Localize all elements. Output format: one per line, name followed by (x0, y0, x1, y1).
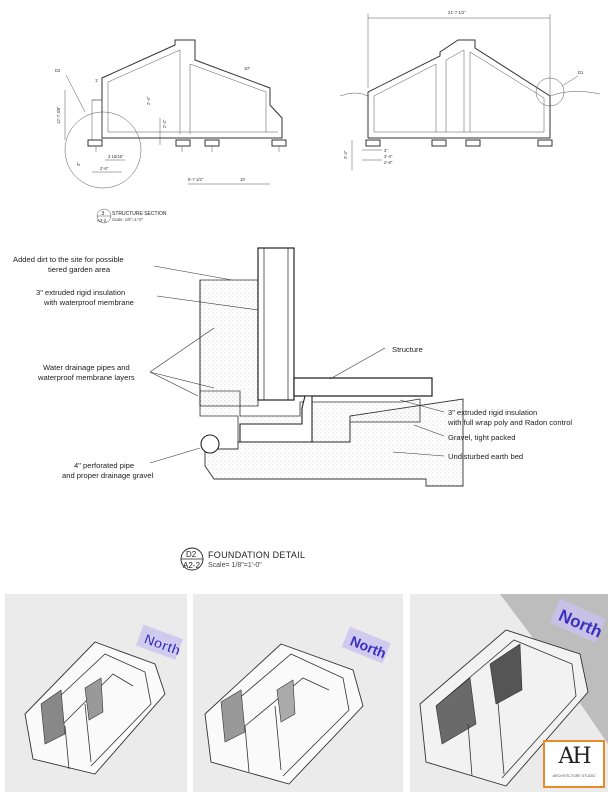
title-scale: Scale: 1/8"=1'-0" (112, 217, 143, 222)
note-pipe-2: and proper drainage gravel (62, 471, 154, 480)
note-gravel: Gravel, tight packed (448, 433, 516, 442)
dim-base-b: 15' (240, 177, 246, 182)
note-insulation2-1: 3" extruded rigid insulation (448, 408, 537, 417)
title-sheet: A2-2 (97, 218, 107, 223)
dim-base-a: 5'-7 1/2" (188, 177, 204, 182)
studio-logo: AH ARCHITECTURE STUDIO (543, 740, 605, 788)
detail-title-sheet: A2-2 (183, 561, 200, 570)
render-panel-2: North (193, 594, 403, 792)
note-earth: Undisturbed earth bed (448, 452, 523, 461)
left-section-label: D2 (55, 68, 61, 73)
dim-r1: 2'-4" (343, 150, 348, 159)
right-section-label: D1 (578, 70, 584, 75)
note-added-dirt-2: tiered garden area (48, 265, 111, 274)
note-structure: Structure (392, 345, 423, 354)
foundation-detail-drawing: Added dirt to the site for possible tier… (13, 247, 572, 571)
dim-r2: 3" (384, 148, 388, 153)
structure-section-drawings: D2 1' 12'-7 3/8" 2'-4" 2'-4" 10" 3 15/16… (55, 10, 601, 224)
dim-top: 21'-7 1/2" (448, 10, 466, 15)
note-insulation-2: with waterproof membrane (43, 298, 134, 307)
dim-footing-b: 2'-6" (100, 166, 109, 171)
note-added-dirt-1: Added dirt to the site for possible (13, 255, 124, 264)
dim-height: 12'-7 3/8" (56, 106, 61, 124)
backfill (199, 279, 259, 407)
left-structure-section: D2 1' 12'-7 3/8" 2'-4" 2'-4" 10" 3 15/16… (55, 39, 287, 189)
note-insulation-1: 3" extruded rigid insulation (36, 288, 125, 297)
dim-mid: 2'-4" (146, 96, 151, 105)
note-insulation2-2: with full wrap poly and Radon control (447, 418, 572, 427)
dim-r3: 3'-4" (384, 154, 393, 159)
floor-slab (293, 377, 433, 397)
dim-r4: 2'-8" (384, 160, 393, 165)
title-num: 3 (102, 211, 105, 217)
right-structure-section: 21'-7 1/2" D1 2'-4" 3" 3'-4" 2'-8" (339, 10, 601, 170)
logo-mark: AH (558, 744, 591, 769)
detail-title-num: D2 (186, 550, 197, 559)
title-text: STRUCTURE SECTION (112, 211, 167, 217)
render-panel-1: North (5, 594, 187, 792)
drain-pipe (200, 434, 220, 454)
dim-small: 10" (244, 66, 251, 71)
footing (239, 395, 313, 443)
note-pipe-1: 4" perforated pipe (74, 461, 134, 470)
note-water-1: Water drainage pipes and (43, 363, 130, 372)
dim-footing-a: 3 15/16" (108, 154, 124, 159)
note-water-2: waterproof membrane layers (37, 373, 135, 382)
detail-title-text: FOUNDATION DETAIL (208, 550, 305, 560)
foundation-detail-title: D2 A2-2 FOUNDATION DETAIL Scale= 1/8"=1'… (180, 547, 305, 571)
dim-mid2: 2'-4" (162, 119, 167, 128)
dim-side: 1' (95, 78, 98, 83)
detail-title-scale: Scale= 1/8"=1'-0" (208, 562, 262, 569)
dim-r3-left: 3" (76, 162, 81, 166)
structure-section-title: 3 A2-2 STRUCTURE SECTION Scale: 1/8"=1'-… (96, 208, 167, 224)
foundation-wall (257, 247, 295, 401)
logo-caption: ARCHITECTURE STUDIO (552, 774, 596, 778)
